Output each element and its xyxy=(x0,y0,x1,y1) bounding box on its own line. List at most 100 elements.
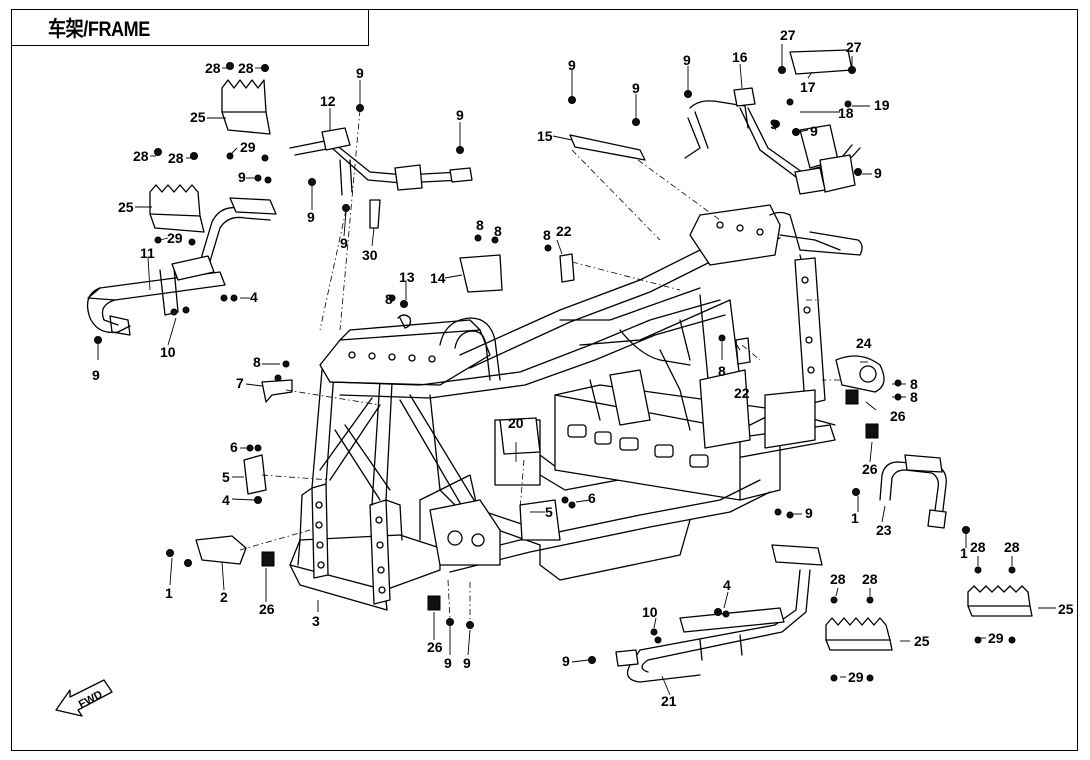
callout: 9 xyxy=(307,209,315,225)
callout: 25 xyxy=(1058,601,1074,617)
footrest-plate-mid-right xyxy=(825,617,893,651)
callout: 13 xyxy=(399,269,415,285)
footrest-plate-lower-left xyxy=(149,184,205,233)
callout: 28 xyxy=(970,539,986,555)
assembly-lines xyxy=(239,109,840,622)
callout: 8 xyxy=(910,389,918,405)
callout: 9 xyxy=(340,235,348,251)
callout: 10 xyxy=(642,604,658,620)
footrest-bracket-right xyxy=(615,544,823,683)
callout: 9 xyxy=(632,80,640,96)
callout: 9 xyxy=(562,653,570,669)
cross-plate-15 xyxy=(569,134,646,161)
callout: 26 xyxy=(427,639,443,655)
title-box xyxy=(11,9,369,46)
rubber-pad-26-d xyxy=(427,595,441,611)
bracket-part-14 xyxy=(459,254,503,293)
callout: 17 xyxy=(800,79,816,95)
callout: 9 xyxy=(770,116,778,132)
callout: 6 xyxy=(230,439,238,455)
callout: 27 xyxy=(846,39,862,55)
callout: 9 xyxy=(444,655,452,671)
callout: 9 xyxy=(874,165,882,181)
callout: 9 xyxy=(356,65,364,81)
bracket-part-2 xyxy=(195,535,247,565)
callout: 9 xyxy=(92,367,100,383)
callout: 24 xyxy=(856,335,872,351)
callout: 22 xyxy=(734,385,750,401)
rubber-pad-26-c xyxy=(261,551,275,567)
callout: 30 xyxy=(362,247,378,263)
callout: 21 xyxy=(661,693,677,709)
clip-part-30 xyxy=(369,199,381,229)
callout: 9 xyxy=(568,57,576,73)
callout: 26 xyxy=(862,461,878,477)
wire-clip-13 xyxy=(397,314,412,329)
callout: 1 xyxy=(165,585,173,601)
callout: 29 xyxy=(167,230,183,246)
upper-crossbar xyxy=(289,127,473,196)
callout: 4 xyxy=(250,289,258,305)
callout: 4 xyxy=(222,492,230,508)
callout: 11 xyxy=(140,245,155,261)
callout: 9 xyxy=(683,52,691,68)
callout: 26 xyxy=(259,601,275,617)
main-frame xyxy=(289,204,863,611)
rear-support-16 xyxy=(684,87,756,159)
rear-rack-bracket xyxy=(739,49,861,195)
diagram-title: 车架/FRAME xyxy=(48,18,150,41)
callout: 5 xyxy=(545,504,553,520)
rubber-pad-26-b xyxy=(865,423,879,439)
callout: 28 xyxy=(238,60,254,76)
callout: 9 xyxy=(805,505,813,521)
callout: 28 xyxy=(862,571,878,587)
diagram-border xyxy=(11,9,1078,751)
rear-hoop-23 xyxy=(879,454,947,529)
callout: 25 xyxy=(190,109,206,125)
callout: 8 xyxy=(253,354,261,370)
callout: 8 xyxy=(718,363,726,379)
footrest-plate-upper-left xyxy=(221,79,271,135)
callout: 9 xyxy=(456,107,464,123)
callout: 2 xyxy=(220,589,228,605)
callout: 16 xyxy=(732,49,748,65)
callout: 8 xyxy=(494,223,502,239)
callout: 14 xyxy=(430,270,446,286)
callout: 28 xyxy=(1004,539,1020,555)
bracket-part-7 xyxy=(261,379,293,403)
callout: 9 xyxy=(810,123,818,139)
callout: 29 xyxy=(988,630,1004,646)
bracket-part-5-left xyxy=(243,454,267,495)
fasteners xyxy=(94,62,1016,682)
bracket-part-20 xyxy=(499,417,541,455)
leader-lines xyxy=(97,44,1056,696)
callout: 19 xyxy=(874,97,890,113)
callout: 28 xyxy=(830,571,846,587)
callout: 8 xyxy=(385,291,393,307)
callout: 5 xyxy=(222,469,230,485)
callout: 3 xyxy=(312,613,320,629)
callout: 20 xyxy=(508,415,524,431)
callout: 15 xyxy=(537,128,553,144)
callout: 25 xyxy=(118,199,134,215)
callout: 8 xyxy=(543,227,551,243)
callout: 22 xyxy=(556,223,572,239)
plate-part-22-lower xyxy=(735,337,751,365)
callout-labels: 1 1 1 2 3 4 4 4 5 5 6 6 7 8 8 8 8 8 8 8 … xyxy=(92,27,1074,709)
callout: 23 xyxy=(876,522,892,538)
callout: 8 xyxy=(476,217,484,233)
callout: 28 xyxy=(133,148,149,164)
callout: 12 xyxy=(320,93,336,109)
callout: 9 xyxy=(463,655,471,671)
plate-part-22-upper xyxy=(559,253,575,283)
callout: 4 xyxy=(723,577,731,593)
callout: 9 xyxy=(238,169,246,185)
callout: 26 xyxy=(890,408,906,424)
fwd-arrow-icon: FWD xyxy=(55,679,113,717)
footrest-plate-far-right xyxy=(967,585,1033,617)
callout: 29 xyxy=(240,139,256,155)
callout: 27 xyxy=(780,27,796,43)
callout: 10 xyxy=(160,344,176,360)
callout: 29 xyxy=(848,669,864,685)
